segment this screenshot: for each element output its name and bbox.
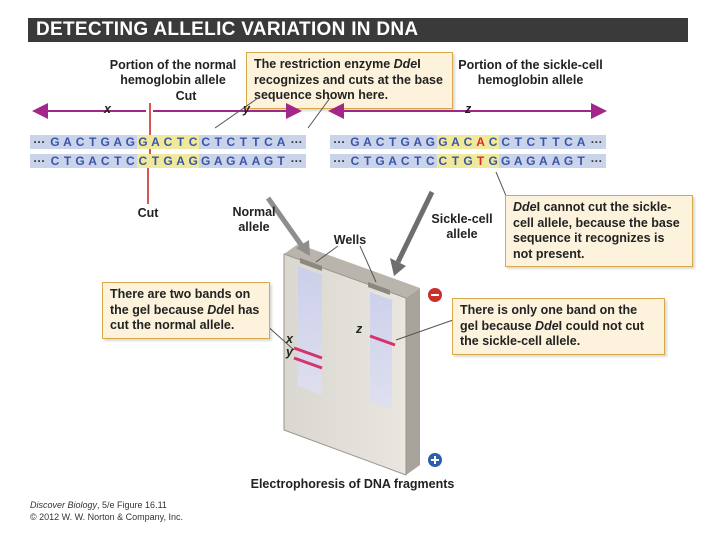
- two-bands-note: There are two bands on the gel because D…: [102, 282, 270, 339]
- sickle-portion-label: Portion of the sickle-cell hemoglobin al…: [458, 58, 603, 87]
- band-z: [369, 334, 396, 347]
- callout-line-one-band: [395, 319, 454, 341]
- well-normal: [300, 258, 322, 271]
- wells-label: Wells: [333, 233, 367, 247]
- cannot-cut-note: DdeI cannot cut the sickle-cell allele, …: [505, 195, 693, 267]
- cut-label-bottom: Cut: [137, 206, 159, 220]
- one-band-note: There is only one band on the gel becaus…: [452, 298, 665, 355]
- figure-credit-line2: © 2012 W. W. Norton & Company, Inc.: [30, 512, 184, 522]
- band-y: [293, 356, 323, 370]
- cut-label-top: Cut: [175, 89, 197, 103]
- positive-electrode-icon: [428, 453, 442, 467]
- gel-slab: [283, 244, 420, 476]
- normal-portion-label: Portion of the normal hemoglobin allele: [109, 58, 237, 87]
- gel-y-label: y: [286, 345, 293, 359]
- well-sickle: [368, 282, 390, 295]
- title-bar: [28, 18, 688, 42]
- sickle-allele-arrow: [390, 190, 435, 276]
- callout-line-right: [307, 97, 331, 129]
- figure-credit-line1: Discover Biology, 5/e Figure 16.11: [30, 500, 167, 510]
- fragment-y-label: y: [243, 102, 250, 116]
- band-x: [293, 346, 323, 360]
- lane-normal: [298, 266, 322, 395]
- wells-pointer-lines: [315, 245, 377, 283]
- callout-line-left: [214, 97, 259, 129]
- gel-x-label: x: [286, 332, 293, 346]
- gel-caption: Electrophoresis of DNA fragments: [250, 477, 455, 491]
- fragment-z-label: z: [465, 102, 472, 116]
- enzyme-note: The restriction enzyme DdeI recognizes a…: [246, 52, 453, 109]
- fragment-x-label: x: [104, 102, 111, 116]
- lane-sickle: [370, 292, 392, 410]
- page-title: DETECTING ALLELIC VARIATION IN DNA: [36, 19, 419, 40]
- normal-allele-arrow: [265, 196, 310, 256]
- normal-allele-label: Normal allele: [232, 205, 276, 234]
- sickle-allele-label: Sickle-cell allele: [431, 212, 493, 241]
- negative-electrode-icon: [428, 288, 442, 302]
- gel-z-label: z: [356, 322, 363, 336]
